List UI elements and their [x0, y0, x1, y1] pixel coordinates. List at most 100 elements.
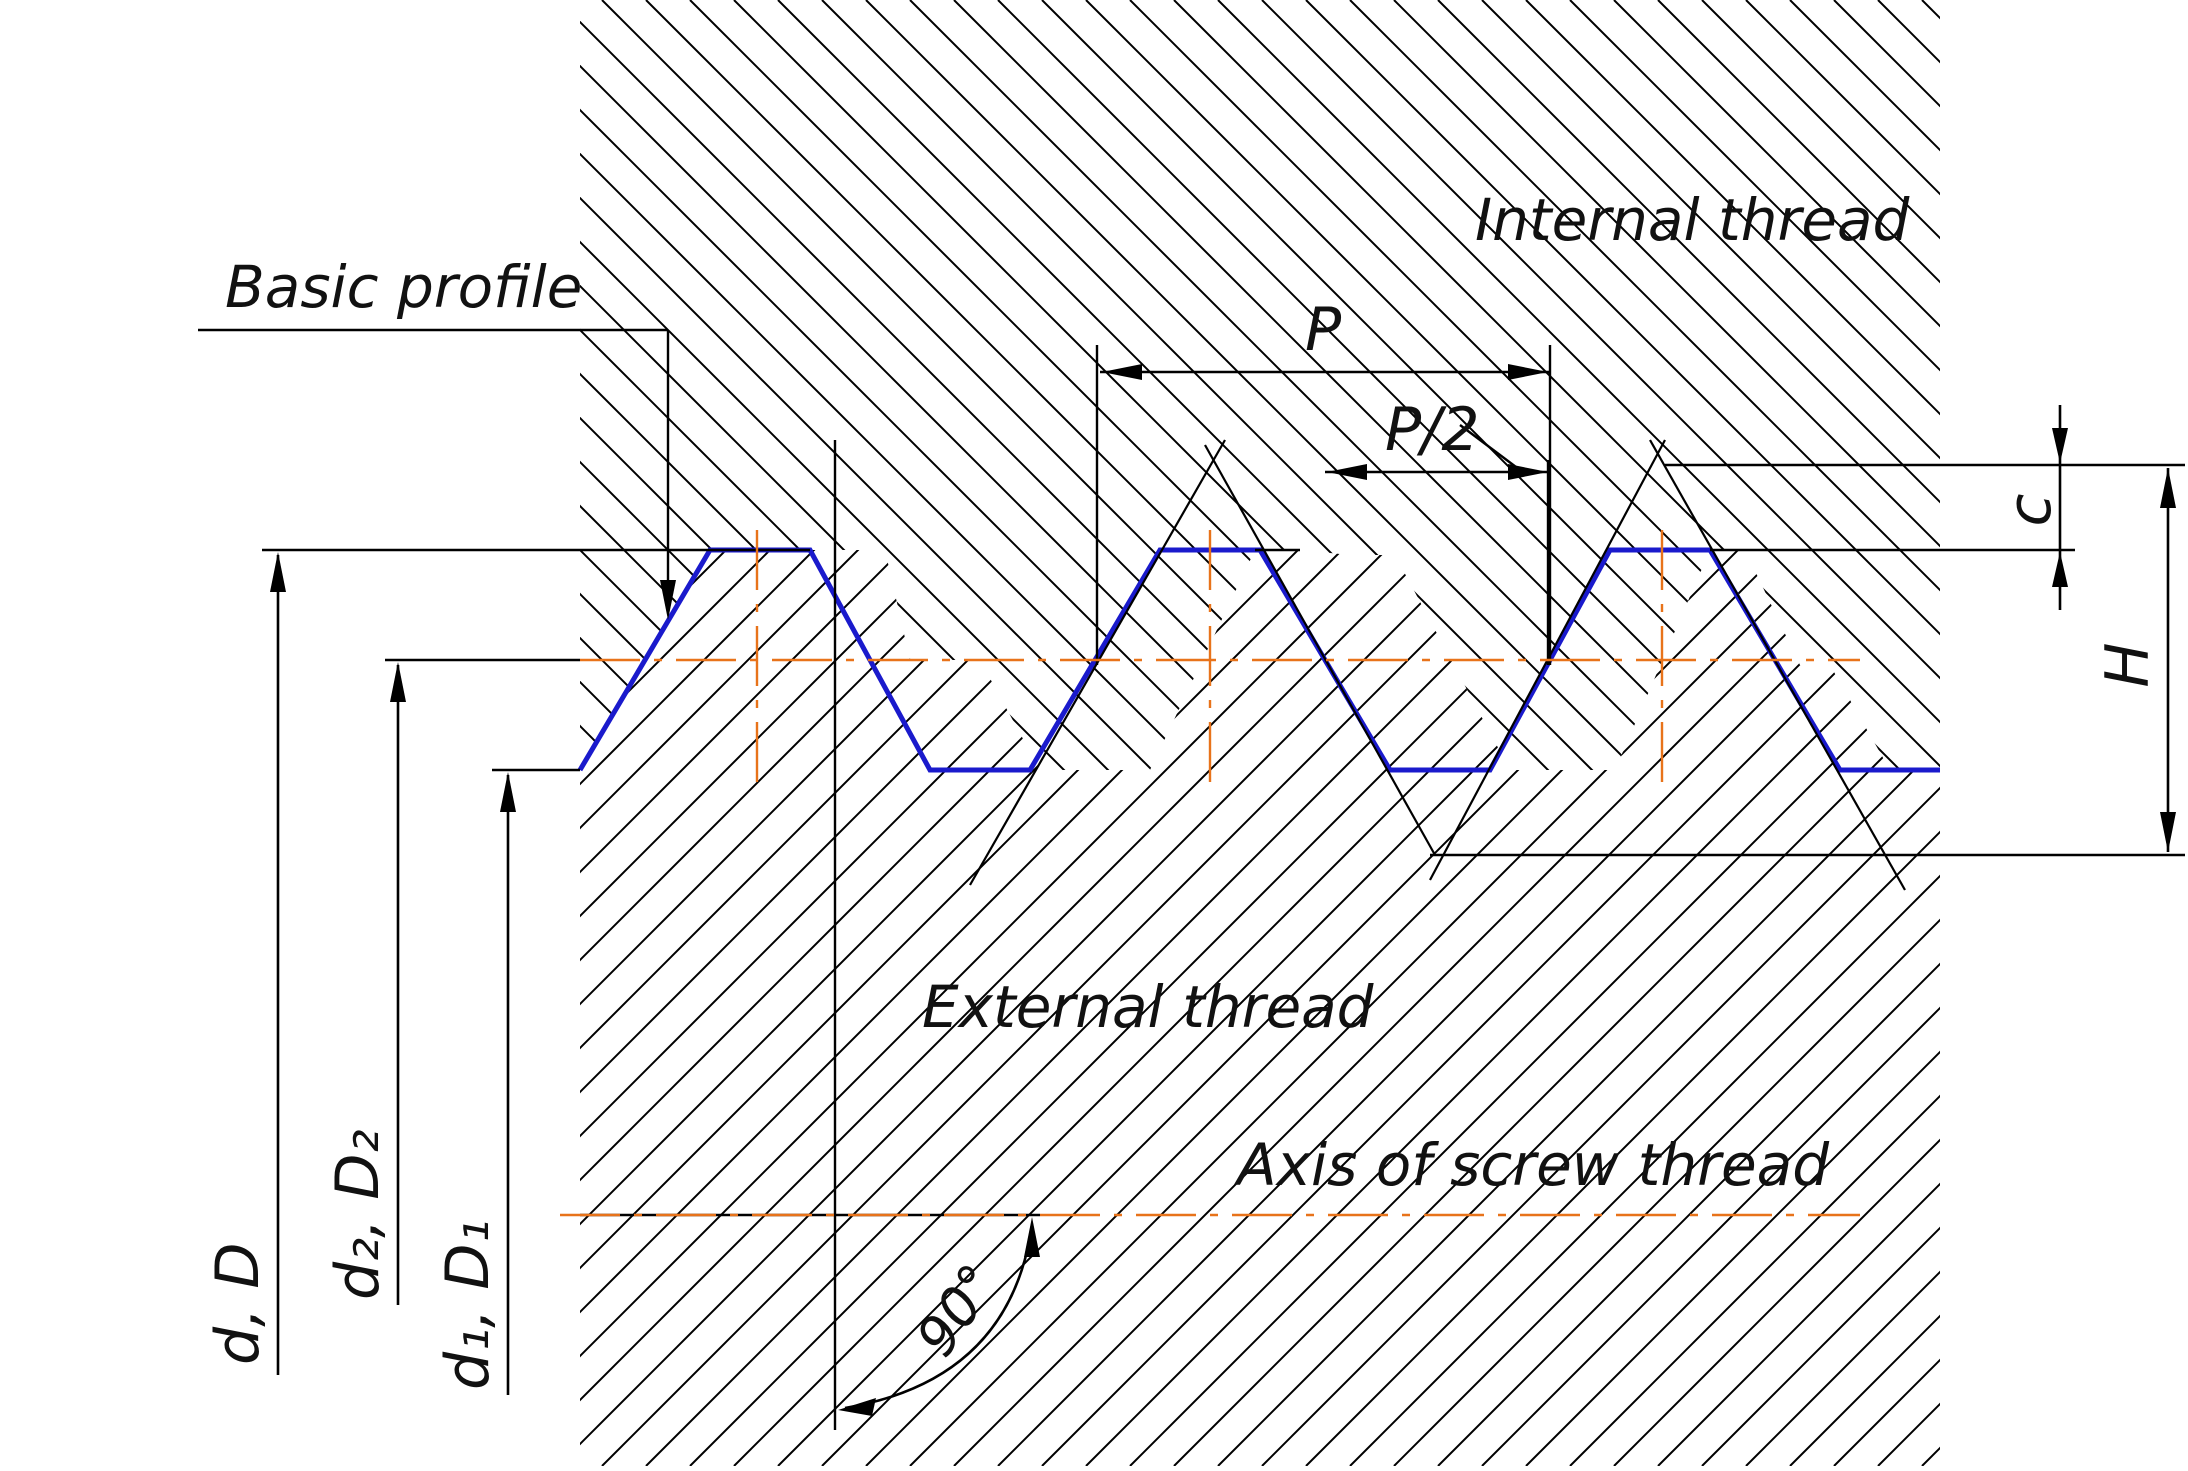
internal-hatch-line: [0, 0, 176, 1466]
internal-hatch-line: [580, 0, 1321, 770]
external-hatch-line: [953, 550, 1940, 1466]
pitch-diameter-label: d₂, D₂: [323, 1129, 393, 1300]
height-label: H: [2093, 642, 2163, 687]
external-hatch-line: [2010, 0, 2188, 1466]
internal-thread-label: Internal thread: [1475, 186, 1911, 254]
internal-hatch-line: [580, 0, 1057, 770]
external-hatch-line: [733, 550, 1940, 1466]
external-hatch-line: [580, 550, 1101, 1466]
internal-hatch-line: [580, 0, 1189, 770]
internal-hatch-line: [580, 0, 1893, 770]
external-hatch-line: [580, 550, 1585, 1466]
right-angle-arc: [844, 1224, 1034, 1410]
external-hatch-line: [2142, 0, 2188, 1466]
external-hatch-line: [580, 550, 1937, 1466]
external-hatch-line: [1437, 550, 1940, 1466]
external-hatch-line: [580, 550, 1145, 1466]
internal-hatch-line: [580, 0, 1805, 770]
internal-hatch-line: [1569, 0, 1940, 770]
external-hatch-line: [0, 0, 176, 1466]
angle-label: 90°: [904, 1253, 1011, 1368]
external-hatch-line: [0, 0, 44, 1466]
internal-hatch-line: [1261, 0, 1940, 770]
external-hatch-line: [580, 550, 1057, 1466]
external-hatch-line: [580, 550, 1013, 1466]
internal-hatch-line: [1921, 0, 1940, 770]
external-thread-label: External thread: [922, 973, 1375, 1041]
internal-hatch-line: [1393, 0, 1940, 770]
internal-hatch-line: [0, 0, 220, 1466]
external-hatch-line: [580, 550, 1717, 1466]
pitch-label: P: [1305, 295, 1342, 365]
internal-hatch-line: [0, 0, 352, 1466]
external-hatch-line: [0, 0, 132, 1466]
internal-hatch-line: [1437, 0, 1940, 770]
external-hatch-line: [1129, 550, 1940, 1466]
external-hatch-line: [580, 550, 1321, 1466]
arrowheads: [270, 364, 2176, 1416]
external-hatch-line: [580, 550, 1940, 1466]
internal-hatch-line: [1966, 0, 2188, 1466]
vertical-reference-lines: [833, 345, 1552, 1430]
external-hatch-line: [1349, 550, 1940, 1466]
internal-hatch-line: [580, 0, 1849, 770]
external-hatch-line: [1217, 550, 1940, 1466]
half-pitch-label: P/2: [1385, 395, 1480, 465]
half-pitch-leader: [1459, 424, 1521, 471]
crest-clearance-label: c: [1995, 494, 2065, 527]
external-hatch-line: [1041, 550, 1940, 1466]
external-hatch-line: [997, 550, 1940, 1466]
external-hatch-line: [1393, 550, 1940, 1466]
axis-of-screw-thread-label: Axis of screw thread: [1233, 1131, 1830, 1199]
internal-hatch-line: [1349, 0, 1940, 770]
external-hatch-line: [1525, 550, 1940, 1466]
internal-hatch-line: [1217, 0, 1940, 770]
external-hatch-line: [645, 550, 1940, 1466]
internal-hatch-line: [580, 0, 1145, 770]
external-hatch-line: [0, 0, 352, 1466]
external-hatch-line: [2098, 0, 2188, 1466]
internal-hatch-line: [2010, 0, 2188, 1466]
external-hatch-line: [1569, 550, 1940, 1466]
internal-hatch-line: [1173, 0, 1940, 770]
external-hatch-line: [580, 550, 1940, 1466]
external-hatch-line: [580, 550, 1673, 1466]
internal-hatch-line: [2098, 0, 2188, 1466]
internal-hatch-line: [821, 0, 1940, 770]
external-hatch-line: [580, 550, 1365, 1466]
external-hatch-line: [1657, 550, 1940, 1466]
internal-hatch-line: [580, 0, 1233, 770]
internal-hatch-line: [1525, 0, 1940, 770]
internal-hatch-line: [0, 0, 44, 1466]
external-hatch-line: [580, 550, 793, 1466]
external-hatch-line: [580, 550, 1453, 1466]
internal-hatch-line: [0, 0, 132, 1466]
internal-hatch-line: [1877, 0, 1940, 770]
external-hatch-line: [1613, 550, 1940, 1466]
internal-hatch-line: [1657, 0, 1940, 770]
major-diameter-label: d, D: [203, 1243, 273, 1365]
internal-hatch-line: [580, 0, 1101, 770]
external-hatch-line: [580, 550, 1497, 1466]
external-hatch-line: [1481, 550, 1940, 1466]
internal-hatch-line: [580, 0, 1761, 770]
center-lines: [560, 530, 1860, 1217]
external-hatch-line: [1261, 550, 1940, 1466]
internal-hatch-line: [865, 0, 1940, 770]
external-hatch-line: [580, 550, 1541, 1466]
external-hatch-line: [1877, 550, 1940, 1466]
external-hatch-line: [0, 0, 88, 1466]
external-hatch-line: [1921, 550, 1940, 1466]
internal-hatch-line: [1481, 0, 1940, 770]
external-hatch-line: [909, 550, 1940, 1466]
internal-hatch-line: [580, 0, 837, 770]
external-hatch-line: [1305, 550, 1940, 1466]
external-hatch-line: [580, 550, 1233, 1466]
minor-diameter-label: d₁, D₁: [433, 1219, 503, 1390]
external-hatch-line: [689, 550, 1940, 1466]
internal-hatch-line: [0, 0, 88, 1466]
external-hatch-line: [580, 550, 617, 1466]
